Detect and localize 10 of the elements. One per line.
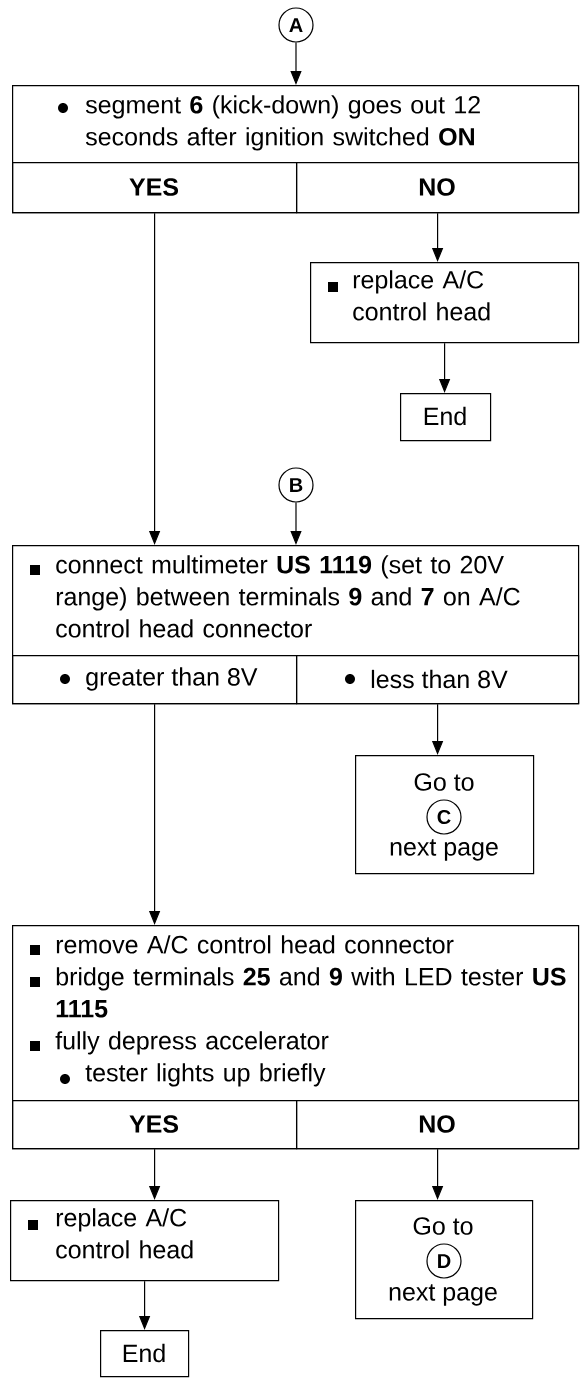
answer-cell: less than 8V <box>296 655 580 705</box>
process-box: replace A/C control head <box>10 1200 280 1282</box>
answer-cell: YES <box>12 162 298 214</box>
end-box: End <box>100 1330 190 1378</box>
answer-cell: NO <box>296 162 580 214</box>
end-box: End <box>400 393 492 442</box>
answer-cell: YES <box>12 1100 298 1150</box>
answer-cell: greater than 8V <box>12 655 298 705</box>
answer-cell: NO <box>296 1100 580 1150</box>
process-box: replace A/C control head <box>310 262 580 344</box>
